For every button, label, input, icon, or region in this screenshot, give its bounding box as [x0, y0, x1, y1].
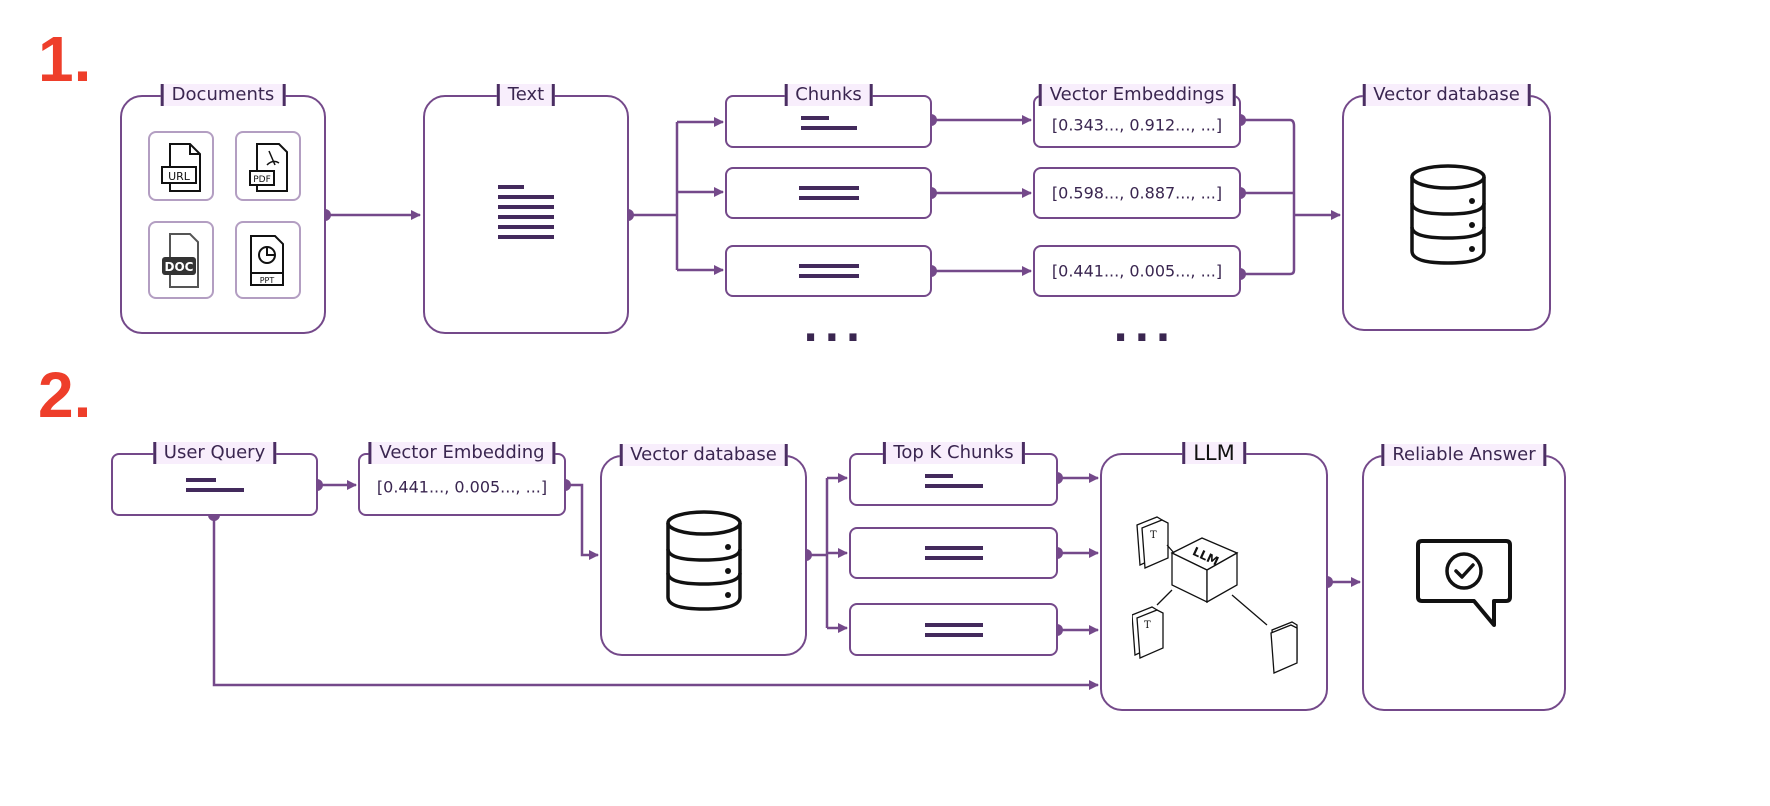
vector-embedding-box: Vector Embedding [0.441..., 0.005..., ..…	[358, 442, 566, 516]
text-lines-icon	[498, 184, 554, 245]
embedding-box: [0.598..., 0.887..., ...]	[1033, 167, 1241, 219]
chunk-lines-icon	[798, 186, 859, 206]
llm-process-icon: LLM T T	[1132, 516, 1298, 674]
embeddings-ellipsis: ...	[1113, 305, 1177, 351]
user-query-box: User Query	[111, 442, 318, 516]
step-1-number: 1.	[38, 23, 92, 95]
vector-database-label: Vector database	[619, 444, 788, 466]
svg-text:DOC: DOC	[165, 260, 194, 274]
database-icon	[1410, 164, 1486, 265]
vector-database-box: Vector database	[600, 444, 807, 656]
chunk-lines-icon	[798, 264, 859, 284]
embedding-value: [0.441..., 0.005..., ...]	[1051, 261, 1223, 281]
text-box: Text	[423, 84, 629, 334]
embedding-box: [0.441..., 0.005..., ...]	[1033, 245, 1241, 297]
svg-text:T: T	[1150, 530, 1157, 541]
url-file-icon: URL	[148, 131, 214, 201]
embedding-value: [0.441..., 0.005..., ...]	[376, 477, 548, 496]
chunk-lines-icon	[924, 473, 983, 494]
user-query-label: User Query	[152, 442, 277, 464]
svg-text:PPT: PPT	[260, 276, 275, 285]
vector-database-box: Vector database	[1342, 84, 1551, 331]
llm-label: LLM	[1182, 442, 1246, 464]
top-k-chunk-box	[849, 527, 1058, 579]
svg-text:URL: URL	[168, 170, 191, 183]
chunks-ellipsis: ...	[803, 305, 867, 351]
chunk-lines-icon	[924, 546, 983, 566]
embedding-value: [0.343..., 0.912..., ...]	[1051, 115, 1223, 134]
text-label: Text	[496, 84, 556, 106]
top-k-chunks-label: Top K Chunks	[882, 442, 1025, 464]
chunks-label: Chunks	[784, 84, 873, 106]
embedding-value: [0.598..., 0.887..., ...]	[1051, 183, 1223, 203]
chunk-box	[725, 245, 932, 297]
chunk-box: Chunks	[725, 84, 932, 148]
doc-file-icon: DOC	[148, 221, 214, 299]
chunk-box	[725, 167, 932, 219]
query-lines-icon	[185, 477, 244, 498]
reliable-answer-box: Reliable Answer	[1362, 444, 1566, 711]
vector-embeddings-label: Vector Embeddings	[1038, 84, 1236, 106]
llm-box: LLM LLM T T	[1100, 442, 1328, 711]
svg-text:PDF: PDF	[253, 175, 271, 185]
reliable-answer-label: Reliable Answer	[1381, 444, 1547, 466]
chunk-lines-icon	[800, 115, 857, 136]
svg-text:T: T	[1144, 620, 1151, 631]
vector-database-label: Vector database	[1362, 84, 1531, 106]
documents-label: Documents	[160, 84, 286, 106]
top-k-chunk-box	[849, 603, 1058, 656]
top-k-chunk-box: Top K Chunks	[849, 442, 1058, 506]
embedding-box: Vector Embeddings [0.343..., 0.912..., .…	[1033, 84, 1241, 148]
pdf-file-icon: PDF	[235, 131, 301, 201]
database-icon	[666, 510, 742, 611]
vector-embedding-label: Vector Embedding	[368, 442, 556, 464]
ppt-file-icon: PPT	[235, 221, 301, 299]
step-2-number: 2.	[38, 359, 92, 431]
chunk-lines-icon	[924, 622, 983, 643]
answer-check-bubble-icon	[1416, 539, 1512, 627]
